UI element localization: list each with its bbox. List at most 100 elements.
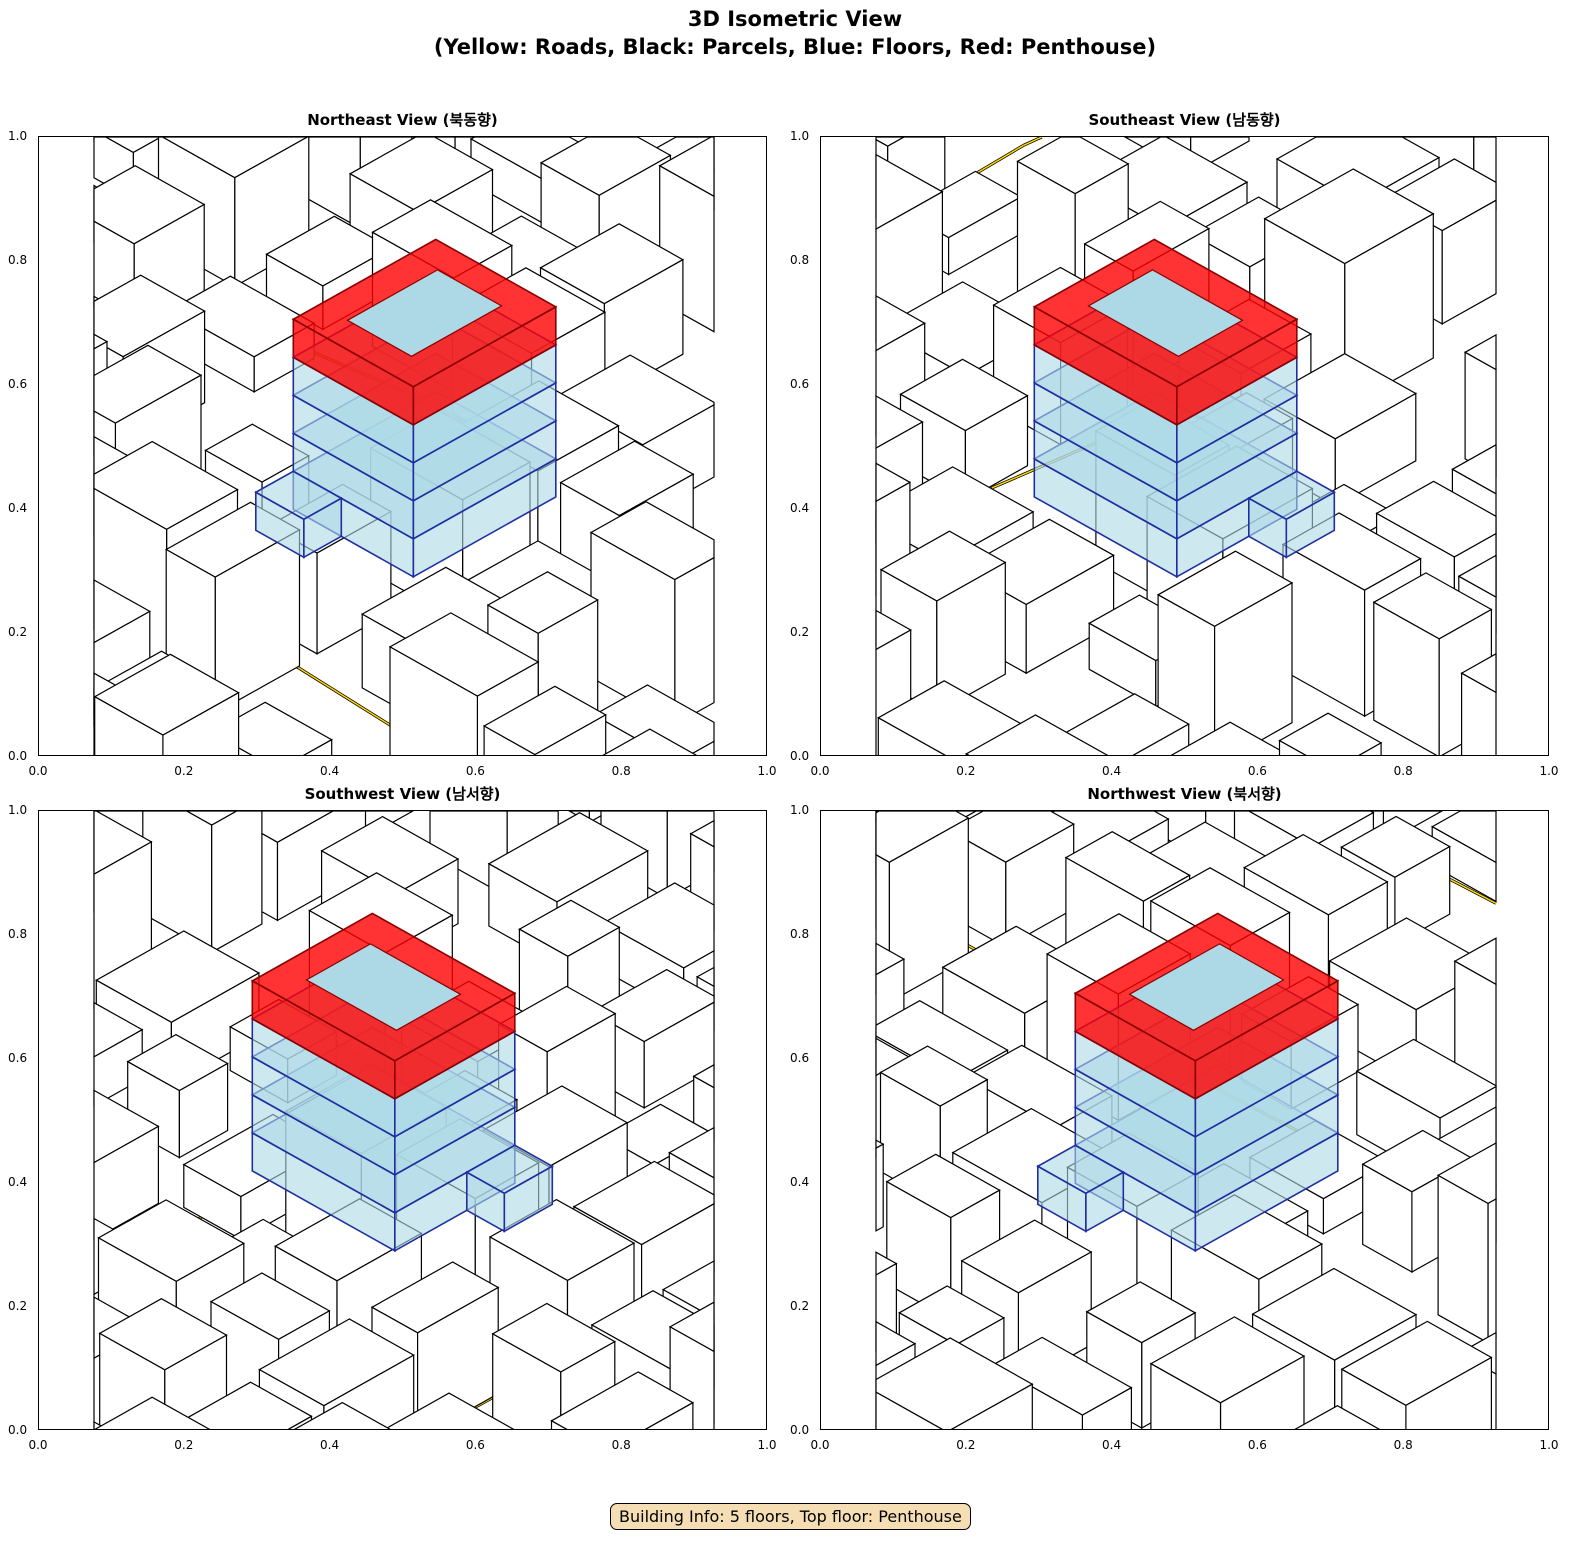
- parcel-building-side: [1487, 1197, 1497, 1344]
- annex-floor-front: [255, 490, 305, 559]
- parcel-building-front: [1025, 554, 1115, 675]
- y-tick-label: 0.0: [790, 1423, 810, 1437]
- parcel-building-side: [550, 1419, 568, 1429]
- penthouse-front: [1074, 991, 1197, 1101]
- parcel-building-front: [875, 1391, 943, 1429]
- y-tick-label: 0.4: [8, 501, 28, 515]
- parcel-building-front: [178, 1062, 229, 1159]
- x-tick-label: 0.0: [810, 764, 830, 778]
- x-tick-label: 1.0: [757, 1438, 777, 1452]
- title-line-2: (Yellow: Roads, Black: Parcels, Blue: Fl…: [433, 35, 1157, 59]
- y-tick-label: 0.6: [8, 377, 28, 391]
- x-tick-label: 0.6: [1247, 764, 1267, 778]
- parcel-building-front: [389, 645, 478, 755]
- x-tick-label: 0.4: [1102, 1438, 1122, 1452]
- x-tick-label: 0.2: [174, 1438, 194, 1452]
- y-tick-label: 0.4: [8, 1175, 28, 1189]
- y-tick-label: 0.0: [8, 1423, 28, 1437]
- parcel-building-side: [875, 1143, 884, 1232]
- annex-floor-front: [503, 1164, 554, 1233]
- axes: [820, 136, 1549, 756]
- y-tick-label: 0.2: [790, 625, 810, 639]
- title-line-1: 3D Isometric View: [687, 7, 903, 31]
- annex-floor-front: [1285, 490, 1336, 559]
- scene: [93, 811, 715, 1429]
- parcel-building-side: [674, 556, 715, 726]
- parcel-building-front: [483, 724, 536, 755]
- axes: [38, 810, 767, 1430]
- x-tick-label: 0.2: [956, 1438, 976, 1452]
- scene: [875, 137, 1497, 755]
- x-tick-label: 0.8: [611, 1438, 631, 1452]
- parcel-building-side: [142, 811, 213, 954]
- x-tick-label: 0.2: [956, 764, 976, 778]
- x-tick-label: 1.0: [1539, 1438, 1559, 1452]
- parcel-building-front: [93, 1125, 160, 1241]
- parcel-building-front: [211, 811, 263, 954]
- x-tick-label: 0.8: [1393, 764, 1413, 778]
- parcel-building-top: [294, 1401, 391, 1429]
- figure-title: 3D Isometric View (Yellow: Roads, Black:…: [0, 5, 1590, 61]
- y-tick-label: 0.2: [790, 1299, 810, 1313]
- scene: [875, 811, 1497, 1429]
- y-tick-label: 0.8: [790, 253, 810, 267]
- parcel-building-front: [1132, 723, 1190, 755]
- parcel-building-top: [1294, 1405, 1381, 1429]
- y-tick-label: 1.0: [790, 129, 810, 143]
- parcel-building-front: [93, 1028, 143, 1107]
- parcel-building-front: [94, 695, 164, 755]
- y-tick-label: 1.0: [8, 803, 28, 817]
- scene-group: [875, 811, 1497, 1429]
- x-tick-label: 0.6: [465, 764, 485, 778]
- building-info-box: Building Info: 5 floors, Top floor: Pent…: [610, 1503, 971, 1530]
- y-tick-label: 0.2: [8, 625, 28, 639]
- parcel-building-side: [303, 738, 333, 755]
- y-tick-label: 0.8: [790, 927, 810, 941]
- parcel-building-side: [950, 1383, 1033, 1429]
- subplot-title: Northwest View (북서향): [1087, 785, 1282, 803]
- parcel-building-front: [644, 1401, 694, 1429]
- parcel-building-top: [94, 1396, 211, 1429]
- y-tick-label: 0.6: [8, 1051, 28, 1065]
- x-tick-label: 0.4: [320, 764, 340, 778]
- x-tick-label: 0.6: [1247, 1438, 1267, 1452]
- y-tick-label: 0.6: [790, 377, 810, 391]
- penthouse-front: [1175, 317, 1298, 427]
- y-tick-label: 0.0: [8, 749, 28, 763]
- x-tick-label: 0.6: [465, 1438, 485, 1452]
- parcel-building-front: [643, 1001, 715, 1109]
- parcel-building-front: [1362, 1163, 1413, 1274]
- parcel-building-top: [550, 1371, 695, 1429]
- axes: [38, 136, 767, 756]
- parcel-building-top: [602, 728, 698, 755]
- y-tick-label: 1.0: [790, 803, 810, 817]
- axes: [820, 810, 1549, 1430]
- parcel-building-side: [1460, 672, 1497, 755]
- parcel-building-front: [1150, 1362, 1222, 1429]
- x-tick-label: 0.0: [28, 764, 48, 778]
- x-tick-label: 0.0: [28, 1438, 48, 1452]
- x-tick-label: 0.8: [1393, 1438, 1413, 1452]
- x-tick-label: 0.8: [611, 764, 631, 778]
- parcel-building-front: [1437, 1174, 1489, 1344]
- x-tick-label: 1.0: [757, 764, 777, 778]
- y-tick-label: 0.4: [790, 501, 810, 515]
- penthouse-front: [292, 317, 415, 427]
- subplot-2: Southwest View (남서향) 0.0 0.2 0.4 0.6 0.8 1.0 0.…: [8, 785, 777, 1452]
- parcel-building-side: [1278, 739, 1307, 755]
- y-tick-label: 1.0: [8, 129, 28, 143]
- annex-floor-front: [1037, 1164, 1087, 1233]
- x-tick-label: 0.4: [1102, 764, 1122, 778]
- road-line: [1023, 137, 1043, 146]
- penthouse-front: [393, 991, 516, 1101]
- x-tick-label: 0.0: [810, 1438, 830, 1452]
- y-tick-label: 0.0: [790, 749, 810, 763]
- y-tick-label: 0.6: [790, 1051, 810, 1065]
- scene: [93, 137, 715, 755]
- subplot-title: Southwest View (남서향): [304, 785, 501, 803]
- scene-group: [93, 137, 715, 755]
- parcel-building-side: [688, 740, 715, 755]
- x-tick-label: 1.0: [1539, 764, 1559, 778]
